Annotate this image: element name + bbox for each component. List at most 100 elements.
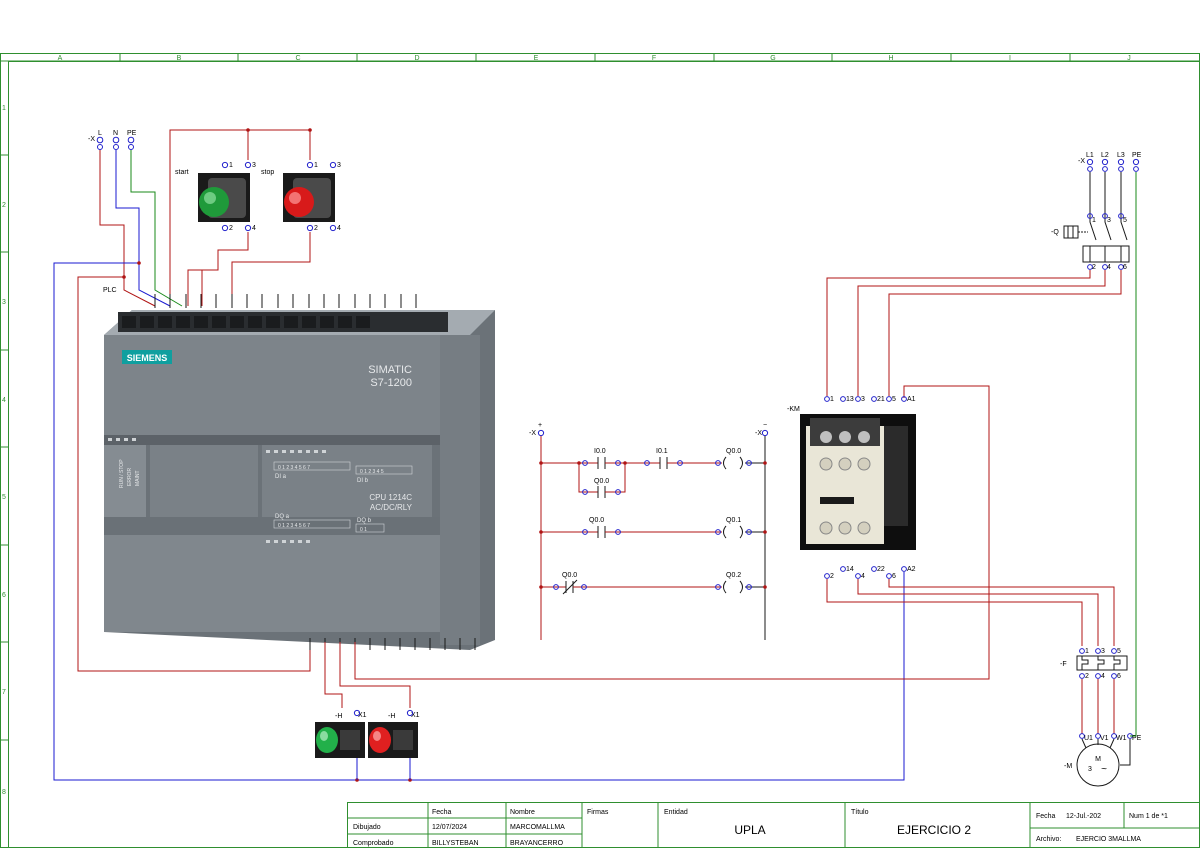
- km-b6: 6: [892, 573, 896, 580]
- pilot-lamp-red: -H X1: [368, 709, 420, 780]
- motor-m[interactable]: U1 V1 W1 PE -M M 3 ~: [1064, 733, 1142, 787]
- tb-col-entidad: Entidad: [664, 809, 688, 816]
- rung1-parallel-q00: Q0.0: [594, 478, 609, 485]
- plc-model-2: AC/DC/RLY: [370, 503, 413, 512]
- rung1-coil-q00: Q0.0: [726, 448, 741, 455]
- tb-num-label: Num 1 de *1: [1129, 813, 1168, 820]
- stop-label: stop: [261, 169, 274, 176]
- breaker-b2: 2: [1092, 264, 1096, 271]
- plc-dq-a: DQ a: [275, 514, 290, 520]
- power-supply: -X L1 L2 L3 PE: [1078, 152, 1142, 172]
- title-block-text: Fecha Nombre Firmas Entidad Título Dibuj…: [353, 809, 1168, 847]
- col-label-f: F: [652, 55, 656, 62]
- circuit-breaker-q[interactable]: -Q 1 3 5 2 4 6: [1051, 172, 1130, 271]
- tb-titulo-value: EJERCICIO 2: [897, 823, 971, 837]
- supply-wiring: [53, 150, 905, 782]
- ladder-left-tag: -X: [529, 430, 536, 437]
- stop-button[interactable]: stop 1 3 2 4: [261, 161, 341, 232]
- row-label-6: 6: [2, 592, 6, 599]
- col-label-j: J: [1127, 55, 1131, 62]
- breaker-t5: 5: [1123, 217, 1127, 224]
- pilot-red-terminal: X1: [411, 712, 420, 719]
- breaker-tag: -Q: [1051, 229, 1059, 236]
- km-tag: -KM: [787, 406, 800, 413]
- supply-l-label: L: [98, 130, 102, 137]
- plc-module[interactable]: PLC: [103, 287, 495, 650]
- supply-n-label: N: [113, 130, 118, 137]
- tb-comprobado-name: BRAYANCERRO: [510, 840, 564, 847]
- plc-di-a: DI a: [275, 474, 287, 480]
- col-label-d: D: [414, 55, 419, 62]
- tb-dibujado-name: MARCOMALLMA: [510, 824, 565, 831]
- tb-col-firmas: Firmas: [587, 809, 609, 816]
- km-ba2: A2: [907, 566, 916, 573]
- plc-led-maint: MAINT: [135, 470, 141, 486]
- column-ruler: [119, 54, 1071, 61]
- plc-di-b-digits: 0 1 2 3 4 5: [360, 469, 384, 475]
- start-label: start: [175, 169, 189, 176]
- start-button[interactable]: start 1 3 2 4: [175, 161, 256, 232]
- row-label-2: 2: [2, 202, 6, 209]
- rung1-contact-i00: I0.0: [594, 448, 606, 455]
- terminal-n[interactable]: [112, 136, 120, 144]
- row-label-3: 3: [2, 299, 6, 306]
- terminal-pe[interactable]: [127, 136, 135, 144]
- row-label-1: 1: [2, 105, 6, 112]
- tb-col-fecha: Fecha: [432, 809, 452, 816]
- km-t5: 5: [892, 396, 896, 403]
- motor-pe: PE: [1132, 735, 1142, 742]
- plc-dq-a-digits: 0 1 2 3 4 5 6 7: [278, 523, 310, 529]
- tb-col-titulo: Título: [851, 809, 869, 816]
- ladder-left-symbol: +: [538, 422, 542, 429]
- col-label-i: I: [1009, 55, 1011, 62]
- overload-b4: 4: [1101, 673, 1105, 680]
- row-label-5: 5: [2, 494, 6, 501]
- plc-family-2: S7-1200: [370, 377, 412, 389]
- km-b14: 14: [846, 566, 854, 573]
- row-labels: 1 2 3 4 5 6 7 8: [2, 105, 6, 796]
- overload-t3: 3: [1101, 648, 1105, 655]
- motor-ac-symbol: ~: [1101, 764, 1107, 775]
- motor-u1: U1: [1084, 735, 1093, 742]
- breaker-b4: 4: [1107, 264, 1111, 271]
- column-labels: A B C D E F G H I J: [58, 55, 1131, 62]
- ladder-right-symbol: −: [763, 422, 767, 429]
- button-wiring: [169, 128, 312, 306]
- pilot-red-tag: -H: [388, 713, 395, 720]
- plc-tag: PLC: [103, 287, 117, 294]
- overload-relay-f[interactable]: -F 1 3 5 2 4 6: [1060, 648, 1128, 734]
- pilot-lamp-green: -H X1: [315, 709, 367, 780]
- start-contact-4: 4: [252, 225, 256, 232]
- row-label-4: 4: [2, 397, 6, 404]
- breaker-t3: 3: [1107, 217, 1111, 224]
- stop-contact-1: 1: [314, 162, 318, 169]
- km-b4: 4: [861, 573, 865, 580]
- rung3-coil-q02: Q0.2: [726, 572, 741, 579]
- supply-pe-label: PE: [127, 130, 137, 137]
- plc-led-run: RUN / STOP: [119, 459, 125, 488]
- power-l2: L2: [1101, 152, 1109, 159]
- pilot-green-terminal: X1: [358, 712, 367, 719]
- tb-comprobado-date: BILLYSTEBAN: [432, 840, 479, 847]
- col-label-h: H: [888, 55, 893, 62]
- motor-w1: W1: [1116, 735, 1127, 742]
- tb-col-nombre: Nombre: [510, 809, 535, 816]
- power-supply-tag: -X: [1078, 158, 1085, 165]
- ladder-right-tag: -X: [755, 430, 762, 437]
- col-label-g: G: [770, 55, 775, 62]
- row-ruler: [0, 154, 8, 741]
- terminal-l[interactable]: [96, 136, 104, 144]
- plc-top-pins: [154, 294, 417, 308]
- rung3-contact-q00: Q0.0: [562, 572, 577, 579]
- tb-dibujado-date: 12/07/2024: [432, 824, 467, 831]
- power-pe: PE: [1132, 152, 1142, 159]
- plc-output-wiring: [324, 385, 990, 708]
- supply-tag: -X: [88, 136, 95, 143]
- overload-b6: 6: [1117, 673, 1121, 680]
- km-t1: 1: [830, 396, 834, 403]
- plc-brand: SIEMENS: [127, 353, 168, 363]
- ladder-diagram: -X + -X − I0.0 I0.1 Q0.0 Q0.0 Q: [529, 422, 769, 640]
- breaker-b6: 6: [1123, 264, 1127, 271]
- contactor-km[interactable]: -KM 1 13 3 21 5 A1 2 14 4 22 6: [787, 396, 916, 580]
